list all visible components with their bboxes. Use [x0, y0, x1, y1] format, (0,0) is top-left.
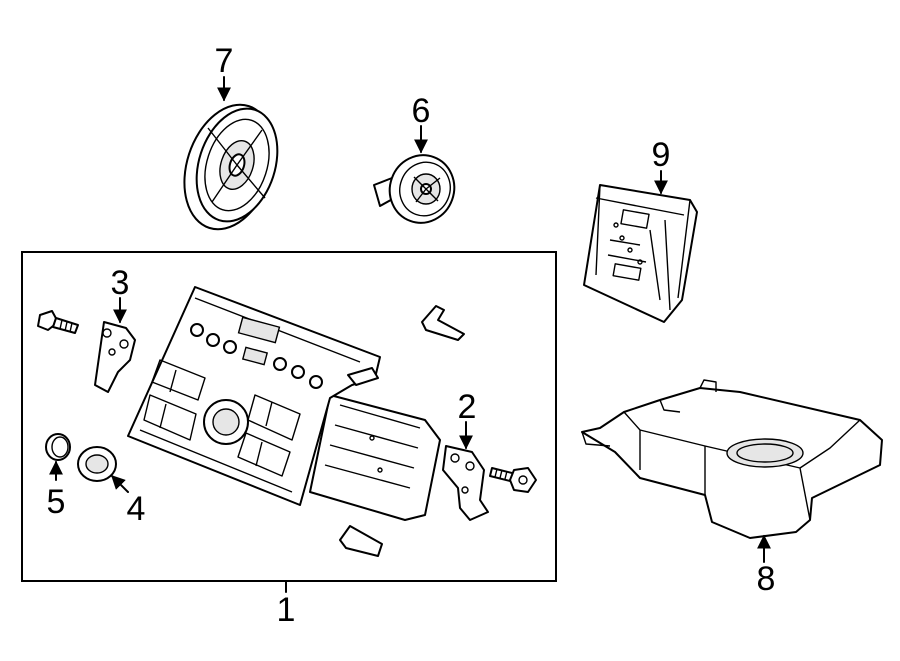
bolt-right — [489, 467, 537, 493]
callout-9: 9 — [652, 136, 671, 174]
part-7-speaker — [183, 103, 279, 231]
part-5-cap — [45, 433, 71, 461]
callout-4: 4 — [127, 490, 146, 528]
clip-lower — [339, 525, 383, 557]
callout-3: 3 — [111, 264, 130, 302]
callout-2: 2 — [458, 388, 477, 426]
clip-upper — [421, 305, 465, 341]
part-6-tweeter — [373, 154, 456, 224]
part-4-grommet — [77, 446, 117, 482]
callout-7: 7 — [215, 42, 234, 80]
part-1-head-unit — [127, 286, 441, 521]
assembly-group-box — [21, 251, 557, 582]
callout-6: 6 — [412, 92, 431, 130]
callout-5: 5 — [47, 483, 66, 521]
part-8-subwoofer — [581, 379, 883, 539]
part-3-bracket — [94, 321, 136, 393]
part-9-module — [583, 184, 698, 323]
arrow-4 — [111, 475, 129, 493]
callout-1: 1 — [277, 591, 296, 629]
part-2-bracket — [442, 445, 489, 521]
callout-8: 8 — [757, 560, 776, 598]
bolt-left — [37, 310, 79, 334]
